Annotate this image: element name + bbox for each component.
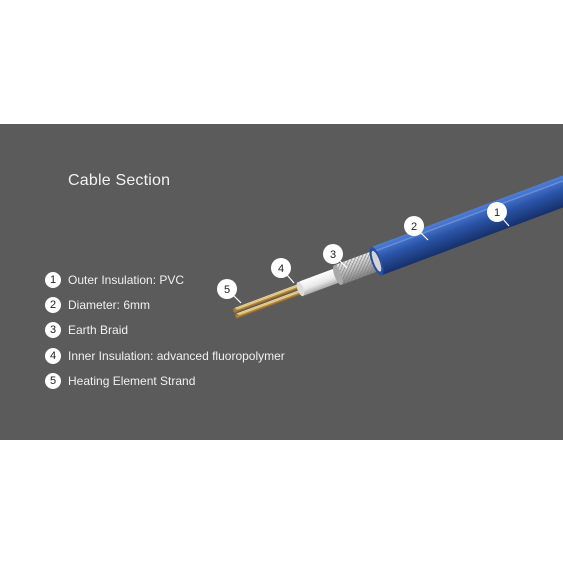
outer-insulation — [369, 160, 563, 276]
legend-number-badge: 5 — [45, 372, 61, 389]
earth-braid — [332, 251, 381, 285]
legend-item-inner-insulation: 4 Inner Insulation: advanced fluoropolym… — [45, 343, 285, 368]
callout-1: 1 — [487, 202, 510, 227]
legend-item-earth-braid: 3 Earth Braid — [45, 318, 285, 343]
legend-item-heating-strand: 5 Heating Element Strand — [45, 368, 285, 393]
callout-5: 5 — [217, 279, 242, 304]
legend-label: Inner Insulation: advanced fluoropolymer — [68, 348, 285, 363]
heating-element-strand — [233, 283, 304, 319]
callout-3: 3 — [323, 244, 348, 269]
callout-number: 5 — [224, 284, 230, 296]
callout-number: 2 — [411, 221, 417, 233]
legend-number-badge: 4 — [45, 347, 61, 364]
inner-insulation — [296, 268, 341, 297]
legend-number-badge: 3 — [45, 322, 61, 339]
diagram-title: Cable Section — [68, 172, 171, 189]
diagram-panel: Cable Section 1 Outer Insulation: PVC 2 … — [0, 124, 563, 440]
callout-2: 2 — [404, 216, 429, 241]
callout-4: 4 — [271, 258, 295, 284]
callout-number: 3 — [330, 249, 336, 261]
legend-number-badge: 2 — [45, 296, 61, 313]
legend-number-badge: 1 — [45, 271, 61, 288]
legend-label: Heating Element Strand — [68, 373, 196, 388]
legend: 1 Outer Insulation: PVC 2 Diameter: 6mm … — [45, 267, 285, 393]
legend-item-outer-insulation: 1 Outer Insulation: PVC — [45, 267, 285, 292]
callout-number: 4 — [278, 263, 284, 275]
callout-number: 1 — [494, 207, 500, 219]
legend-label: Diameter: 6mm — [68, 297, 151, 312]
legend-label: Outer Insulation: PVC — [68, 272, 185, 287]
legend-label: Earth Braid — [68, 323, 129, 338]
legend-item-diameter: 2 Diameter: 6mm — [45, 292, 285, 317]
